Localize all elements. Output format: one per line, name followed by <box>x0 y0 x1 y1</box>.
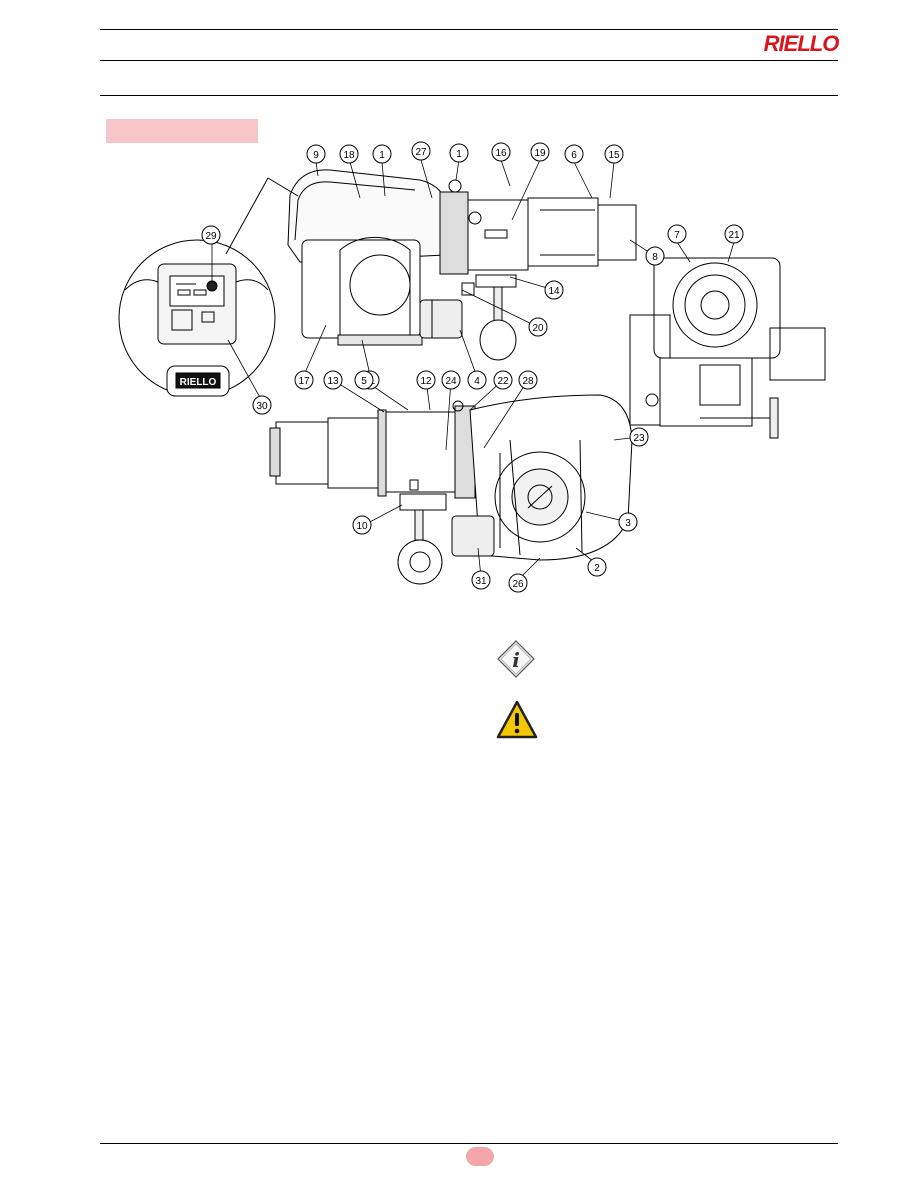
callout-4: 4 <box>467 370 487 390</box>
svg-text:23: 23 <box>633 433 645 444</box>
svg-text:13: 13 <box>327 376 339 387</box>
svg-text:7: 7 <box>674 230 680 241</box>
callout-24: 24 <box>441 370 461 390</box>
callout-7: 7 <box>667 224 687 244</box>
callout-labels: 9 18 1 27 1 16 19 6 15 8 7 21 29 14 20 1… <box>201 141 744 593</box>
svg-text:3: 3 <box>625 518 631 529</box>
svg-text:15: 15 <box>608 150 620 161</box>
control-panel-inset: RIELLO <box>118 177 299 397</box>
svg-text:22: 22 <box>497 376 509 387</box>
svg-text:2: 2 <box>594 563 600 574</box>
callout-1a: 1 <box>372 144 392 164</box>
svg-text:24: 24 <box>445 376 457 387</box>
callout-19: 19 <box>530 142 550 162</box>
svg-text:9: 9 <box>313 150 319 161</box>
callout-6: 6 <box>564 144 584 164</box>
info-icon: i <box>497 640 535 678</box>
callout-21: 21 <box>724 224 744 244</box>
header-rule-middle <box>100 60 838 61</box>
svg-text:5: 5 <box>361 376 367 387</box>
callout-5: 5 <box>354 370 374 390</box>
svg-text:16: 16 <box>495 148 507 159</box>
header-rule-bottom <box>100 95 838 96</box>
burner-bottom-view <box>269 394 633 585</box>
callout-27: 27 <box>411 141 431 161</box>
svg-text:26: 26 <box>512 579 524 590</box>
svg-text:14: 14 <box>548 286 560 297</box>
callout-15: 15 <box>604 144 624 164</box>
svg-text:1: 1 <box>379 150 385 161</box>
svg-text:18: 18 <box>343 150 355 161</box>
callout-9: 9 <box>306 144 326 164</box>
header-rule-top <box>100 29 838 30</box>
warning-triangle-icon <box>496 700 538 739</box>
svg-text:4: 4 <box>474 376 480 387</box>
callout-8: 8 <box>645 246 665 266</box>
burner-front-view <box>629 257 826 439</box>
svg-text:12: 12 <box>420 376 432 387</box>
svg-text:28: 28 <box>522 376 534 387</box>
callout-26: 26 <box>508 573 528 593</box>
svg-text:27: 27 <box>415 147 427 158</box>
svg-text:RIELLO: RIELLO <box>764 31 840 56</box>
callout-30: 30 <box>252 395 272 415</box>
callout-28: 28 <box>518 370 538 390</box>
callout-29: 29 <box>201 225 221 245</box>
svg-text:1: 1 <box>456 149 462 160</box>
callout-17: 17 <box>294 370 314 390</box>
page-number-badge <box>466 1147 494 1166</box>
callout-1b: 1 <box>449 143 469 163</box>
svg-text:i: i <box>512 648 520 672</box>
svg-text:6: 6 <box>571 150 577 161</box>
footer-rule <box>100 1143 838 1144</box>
callout-12: 12 <box>416 370 436 390</box>
callout-2: 2 <box>587 557 607 577</box>
callout-20: 20 <box>528 317 548 337</box>
callout-31: 31 <box>471 570 491 590</box>
svg-text:19: 19 <box>534 148 546 159</box>
callout-18: 18 <box>339 144 359 164</box>
callout-3: 3 <box>618 512 638 532</box>
burner-top-view <box>287 169 637 361</box>
riello-logo: RIELLO <box>762 30 840 56</box>
svg-text:17: 17 <box>298 376 310 387</box>
svg-text:8: 8 <box>652 252 658 263</box>
svg-text:10: 10 <box>356 521 368 532</box>
svg-text:31: 31 <box>475 576 487 587</box>
callout-22: 22 <box>493 370 513 390</box>
svg-text:29: 29 <box>205 231 217 242</box>
svg-text:30: 30 <box>256 401 268 412</box>
callout-10: 10 <box>352 515 372 535</box>
callout-23: 23 <box>629 427 649 447</box>
callout-14: 14 <box>544 280 564 300</box>
burner-components-figure: RIELLO <box>118 141 826 593</box>
callout-16: 16 <box>491 142 511 162</box>
svg-text:21: 21 <box>728 230 740 241</box>
inset-logo-text: RIELLO <box>180 377 217 388</box>
svg-text:20: 20 <box>532 323 544 334</box>
section-title-band <box>106 119 258 143</box>
callout-13: 13 <box>323 370 343 390</box>
